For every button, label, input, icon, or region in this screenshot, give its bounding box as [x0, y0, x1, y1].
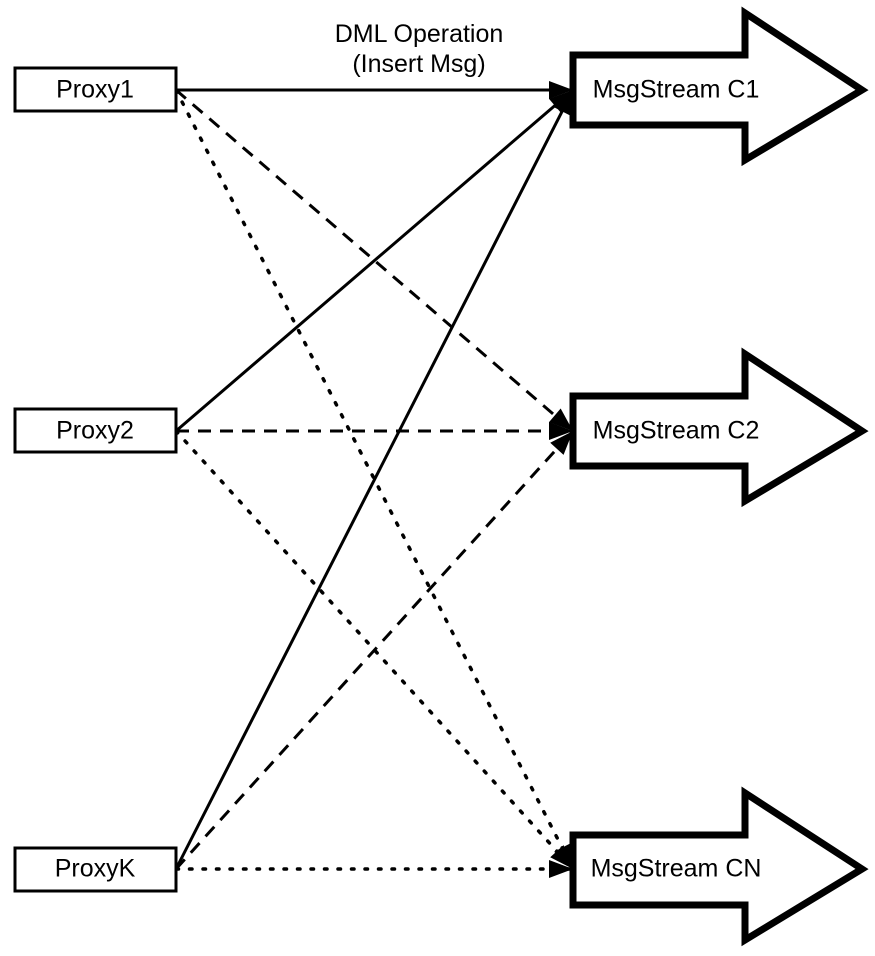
arrowhead-proxyk-to-c1 — [554, 90, 573, 116]
proxy-label-proxy1: Proxy1 — [56, 76, 134, 104]
block-arrow-stream-cn[interactable] — [569, 786, 869, 947]
proxy-node-proxy2[interactable]: Proxy2 — [13, 407, 178, 454]
streams-layer: MsgStream C1 MsgStream C2 MsgStream CN — [569, 6, 869, 947]
stream-shape-stream-cn[interactable]: MsgStream CN — [569, 786, 869, 947]
proxy-label-proxyk: ProxyK — [55, 855, 136, 883]
arrowheads-layer — [548, 81, 573, 878]
block-arrow-stream-c2[interactable] — [569, 347, 869, 508]
arrowhead-proxy2-to-cn — [550, 845, 573, 869]
arrowhead-proxy1-to-c1 — [549, 81, 573, 99]
edge-proxyk-to-c2 — [174, 429, 575, 871]
edges-layer — [174, 88, 575, 871]
arrowhead-proxyk-to-cn — [549, 860, 573, 878]
proxy-box-proxyk[interactable] — [13, 846, 178, 893]
proxy-node-proxyk[interactable]: ProxyK — [13, 846, 178, 893]
edge-proxyk-to-c1 — [174, 89, 575, 870]
annotation-dml-operation-line2: (Insert Msg) — [352, 50, 485, 78]
arrowhead-proxy1-to-c2 — [548, 408, 573, 431]
annotation-dml-operation-line1: DML Operation — [335, 20, 504, 48]
arrowhead-proxyk-to-c2 — [550, 431, 573, 455]
stream-label-stream-c1: MsgStream C1 — [593, 76, 760, 104]
proxy-node-proxy1[interactable]: Proxy1 — [13, 66, 178, 113]
proxy-box-proxy2[interactable] — [13, 407, 178, 454]
stream-label-stream-c2: MsgStream C2 — [593, 417, 760, 445]
edge-proxy1-to-cn — [174, 88, 575, 871]
stream-shape-stream-c1[interactable]: MsgStream C1 — [569, 6, 869, 167]
stream-label-stream-cn: MsgStream CN — [591, 855, 762, 883]
annotations-layer: DML Operation(Insert Msg) — [335, 20, 504, 78]
proxy-label-proxy2: Proxy2 — [56, 417, 134, 445]
edge-proxy2-to-c1 — [175, 88, 574, 433]
arrowhead-proxy2-to-c2 — [549, 422, 573, 440]
stream-shape-stream-c2[interactable]: MsgStream C2 — [569, 347, 869, 508]
block-arrow-stream-c1[interactable] — [569, 6, 869, 167]
proxy-box-proxy1[interactable] — [13, 66, 178, 113]
